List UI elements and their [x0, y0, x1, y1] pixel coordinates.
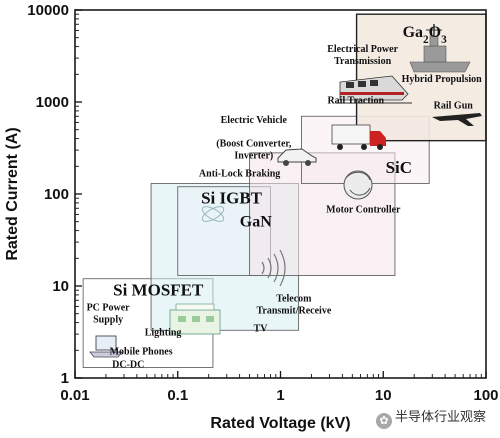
motor-icon: [343, 170, 373, 200]
watermark: ✿半导体行业观察: [376, 406, 486, 429]
region-title-si-mosfet: Si MOSFET: [113, 281, 204, 300]
y-tick-label: 10: [52, 278, 69, 295]
region-title-si-igbt: Si IGBT: [201, 189, 263, 208]
laptop-icon: [89, 335, 123, 358]
truck-icon: [331, 124, 386, 150]
application-icons: [89, 24, 482, 358]
ship-icon: [409, 24, 471, 73]
y-tick-label: 10000: [27, 2, 69, 19]
watermark-text: 半导体行业观察: [395, 410, 487, 425]
y-tick-label: 100: [44, 186, 69, 203]
app-label-electric-vehicle: Electric Vehicle: [221, 115, 288, 126]
region-title-sic: SiC: [386, 158, 412, 177]
x-tick-label: 1: [276, 387, 284, 404]
app-label-tv: TV: [254, 324, 269, 335]
app-label-motor-controller: Motor Controller: [326, 204, 401, 215]
train-icon: [336, 75, 412, 104]
region-title-gan: GaN: [240, 214, 272, 231]
y-tick-label: 1: [61, 370, 69, 387]
app-label-rail-traction: Rail Traction: [327, 96, 384, 107]
y-axis-title: Rated Current (A): [4, 127, 21, 260]
app-label-dc-dc: DC-DC: [112, 360, 144, 371]
app-label-rail-gun: Rail Gun: [434, 100, 474, 111]
x-tick-label: 0.01: [60, 387, 89, 404]
signal-waves-icon: [261, 249, 286, 287]
app-label-anti-lock-braking: Anti-Lock Braking: [199, 168, 280, 179]
app-label-hybrid-propulsion: Hybrid Propulsion: [402, 74, 483, 85]
fan-icon: [201, 206, 225, 222]
x-tick-label: 10: [375, 387, 392, 404]
wechat-logo-icon: ✿: [376, 413, 392, 429]
x-axis-title: Rated Voltage (kV): [210, 415, 350, 432]
app-label-mobile-phones: Mobile Phones: [110, 347, 173, 358]
region-titles: Si MOSFET Si IGBT GaN SiC Ga2O3: [113, 24, 447, 300]
region-title-ga2o3: Ga2O3: [403, 24, 448, 46]
jet-icon: [432, 113, 482, 126]
x-tick-label: 0.1: [167, 387, 188, 404]
lighting-icon: [169, 303, 221, 335]
app-label-lighting: Lighting: [145, 327, 182, 338]
app-label-boost-converter: (Boost Converter,Inverter): [216, 138, 292, 161]
car-icon: [277, 148, 317, 166]
x-tick-label: 100: [473, 387, 498, 404]
y-tick-label: 1000: [36, 94, 69, 111]
